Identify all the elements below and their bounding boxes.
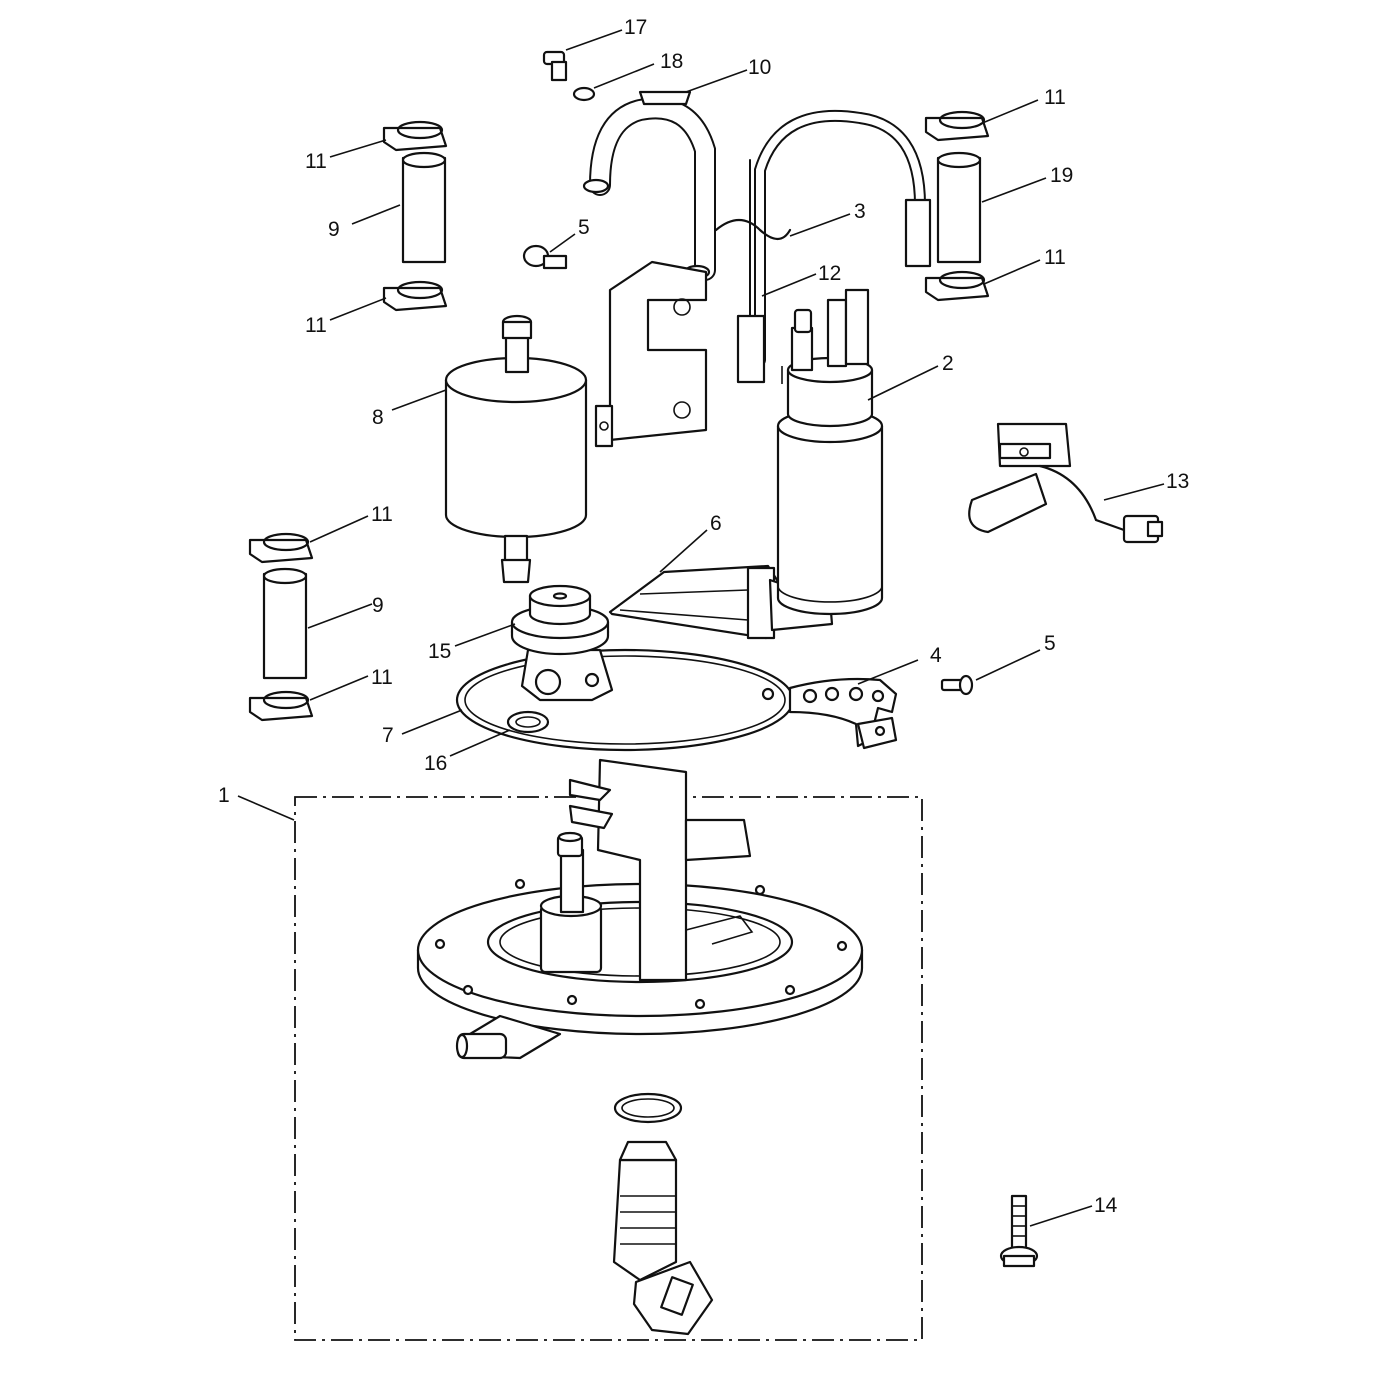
callout-8: 8 (372, 406, 384, 429)
hose-lower-left (262, 567, 308, 680)
fuel-filter (444, 314, 588, 584)
callout-3: 3 (854, 200, 866, 223)
fuel-pump (776, 288, 884, 616)
flange-bolt (999, 1194, 1039, 1268)
callout-5-lower: 5 (1044, 632, 1056, 655)
callout-1: 1 (218, 784, 230, 807)
callout-19: 19 (1050, 164, 1073, 187)
seal-ring (455, 648, 795, 752)
callout-17: 17 (624, 16, 647, 39)
fuel-tube-bracket (582, 90, 716, 448)
callout-7: 7 (382, 724, 394, 747)
flange-bracket (568, 758, 754, 982)
callout-11-f: 11 (1044, 246, 1066, 269)
hose-clamp (248, 532, 314, 564)
level-sender (968, 422, 1164, 544)
callout-9-upper: 9 (328, 218, 340, 241)
bracket-screw (522, 244, 568, 270)
callout-10: 10 (748, 56, 771, 79)
hose-clamp (924, 270, 990, 302)
callout-9-lower: 9 (372, 594, 384, 617)
callout-11-a: 11 (305, 150, 327, 173)
hose-upper-left (401, 151, 447, 264)
callout-4: 4 (930, 644, 942, 667)
leader-lines (237, 29, 1165, 1227)
callout-13: 13 (1166, 470, 1189, 493)
pump-clamp (761, 677, 898, 750)
small-o-ring (506, 710, 550, 734)
callout-11-b: 11 (305, 314, 327, 337)
callout-15: 15 (428, 640, 451, 663)
callout-11-c: 11 (371, 503, 393, 526)
callout-5-upper: 5 (578, 216, 590, 239)
assembly-boundary (294, 796, 923, 1341)
callout-18: 18 (660, 50, 683, 73)
washer (572, 86, 596, 102)
callout-16: 16 (424, 752, 447, 775)
hose-clamp (382, 280, 448, 312)
callout-11-d: 11 (371, 666, 393, 689)
top-screw (542, 50, 568, 82)
hose-clamp (382, 120, 448, 152)
pump-wiring (714, 109, 932, 384)
hose-right (936, 151, 982, 264)
flange-nozzle (539, 831, 603, 974)
pressure-regulator (510, 584, 614, 702)
callout-12: 12 (818, 262, 841, 285)
clamp-screw (940, 674, 974, 696)
callout-2: 2 (942, 352, 954, 375)
hose-clamp (248, 690, 314, 722)
pressure-sensor (612, 1140, 714, 1336)
hose-clamp (924, 110, 990, 142)
callout-6: 6 (710, 512, 722, 535)
callout-11-e: 11 (1044, 86, 1066, 109)
callout-14: 14 (1094, 1194, 1118, 1217)
